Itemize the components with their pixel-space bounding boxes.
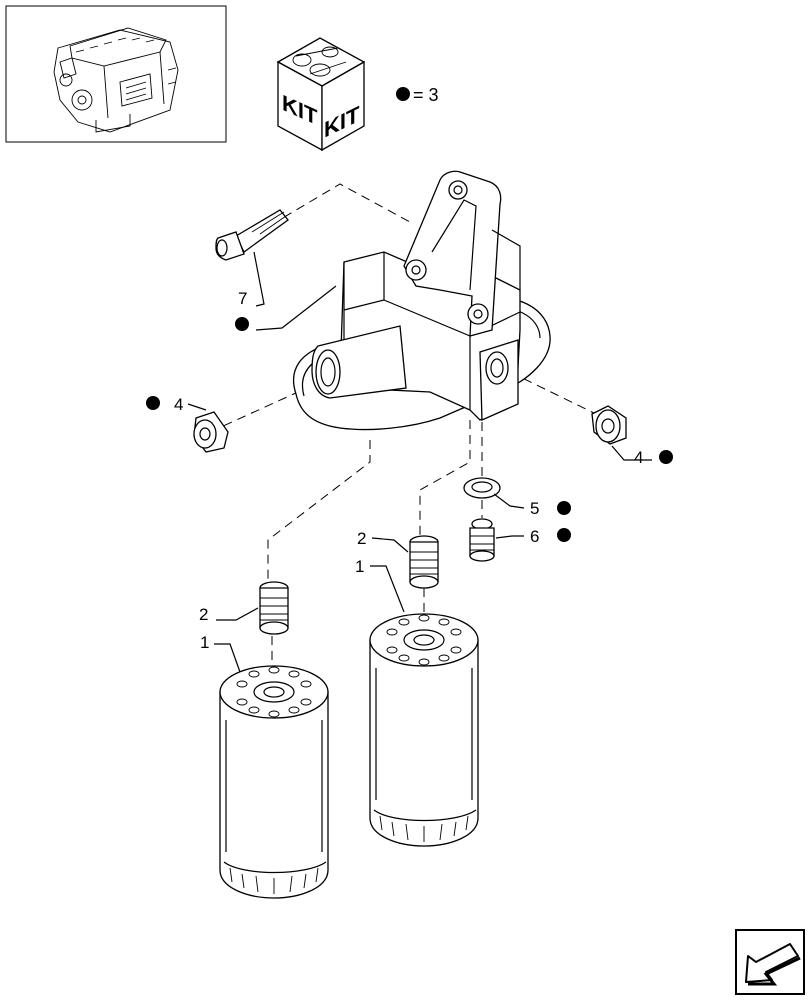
plug-part-4-left [193,411,229,453]
callout-5: 5 [530,499,539,518]
oil-filter-part-1-left [219,665,329,899]
callout-1-right: 1 [355,557,364,576]
filter-head [292,170,551,431]
kit-dot-4-right [659,450,673,464]
kit-legend-dot [396,87,410,101]
kit-box-icon: KIT KIT [276,37,366,152]
kit-dot-7 [235,317,249,331]
engine-thumbnail-icon [53,27,179,133]
leader-lines [187,251,652,673]
next-page-arrow-icon [745,943,801,986]
kit-dot-4-left [146,396,160,410]
seal-ring-part-5 [463,477,501,499]
callout-2-right: 2 [357,529,366,548]
nipple-part-2-left [259,581,289,635]
callout-4-right: 4 [634,448,643,467]
callouts: 7 4 4 5 6 2 1 2 1 [146,289,673,652]
callout-7: 7 [238,289,247,308]
callout-1-left: 1 [200,633,209,652]
callout-4-left: 4 [174,395,183,414]
callout-6: 6 [530,527,539,546]
kit-legend-value: = 3 [413,85,439,105]
oil-filter-part-1-right [369,613,479,847]
callout-2-left: 2 [199,605,208,624]
nipple-part-6 [469,518,495,562]
nipple-part-2-right [409,535,439,589]
kit-dot-5 [557,501,571,515]
next-page-button[interactable] [735,929,805,995]
bolt-part-7 [215,209,289,261]
plug-part-4-right [591,405,627,445]
engine-thumbnail [5,5,227,143]
assembly-lines [209,183,597,662]
kit-dot-6 [557,528,571,542]
